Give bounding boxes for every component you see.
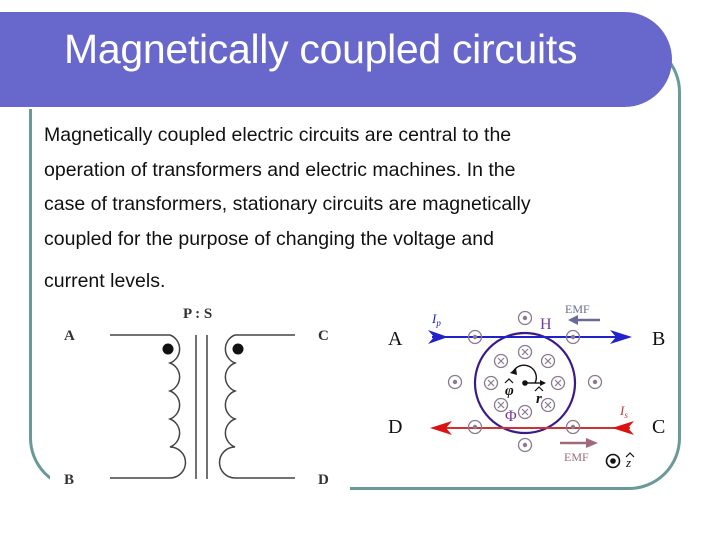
primary-coil xyxy=(110,334,187,479)
z-hat-label: z xyxy=(625,455,631,470)
label-c: C xyxy=(652,416,665,438)
secondary-current-label: Is xyxy=(619,403,628,420)
primary-dot xyxy=(162,343,174,355)
emf-top-label: EMF xyxy=(565,302,590,316)
body-paragraph: Magnetically coupled electric circuits a… xyxy=(44,118,664,299)
terminal-d: D xyxy=(318,472,329,488)
h-field-label: H xyxy=(540,316,552,333)
terminal-a: A xyxy=(64,328,75,344)
body-line: operation of transformers and electric m… xyxy=(44,158,516,181)
title-bar xyxy=(0,12,672,109)
emf-bottom-arrow-icon xyxy=(586,438,598,448)
emf-bottom-label: EMF xyxy=(564,450,589,464)
terminal-b: B xyxy=(64,472,74,488)
slide-title: Magnetically coupled circuits xyxy=(64,26,578,72)
field-diagram: A B D C φ r H Φ Ip Is EMF xyxy=(388,302,665,470)
emf-top-arrow-icon xyxy=(568,315,578,325)
secondary-dot xyxy=(232,343,244,355)
flux-label: Φ xyxy=(505,408,517,425)
phi-hat-label: φ xyxy=(505,383,514,399)
label-a: A xyxy=(388,328,403,350)
title-underline xyxy=(0,107,636,109)
primary-arrow-in-icon xyxy=(428,330,448,344)
body-line: case of transformers, stationary circuit… xyxy=(44,193,531,215)
body-line: coupled for the purpose of changing the … xyxy=(44,227,494,250)
primary-current-label: Ip xyxy=(431,311,441,328)
secondary-arrow-out-icon xyxy=(430,421,452,435)
ratio-label: P : S xyxy=(183,306,212,322)
body-line: current levels. xyxy=(44,270,166,292)
secondary-coil xyxy=(218,334,295,479)
r-hat-label: r xyxy=(536,391,542,407)
secondary-arrow-in-icon xyxy=(612,421,634,435)
flux-loop xyxy=(473,331,577,435)
label-b: B xyxy=(652,328,665,350)
body-line: Magnetically coupled electric circuits a… xyxy=(44,124,512,146)
label-d: D xyxy=(388,416,402,438)
transformer-diagram: P : S A B C D xyxy=(50,295,350,495)
primary-arrow-out-icon xyxy=(610,330,632,344)
terminal-c: C xyxy=(318,328,329,344)
z-out-of-page-icon xyxy=(605,453,621,469)
